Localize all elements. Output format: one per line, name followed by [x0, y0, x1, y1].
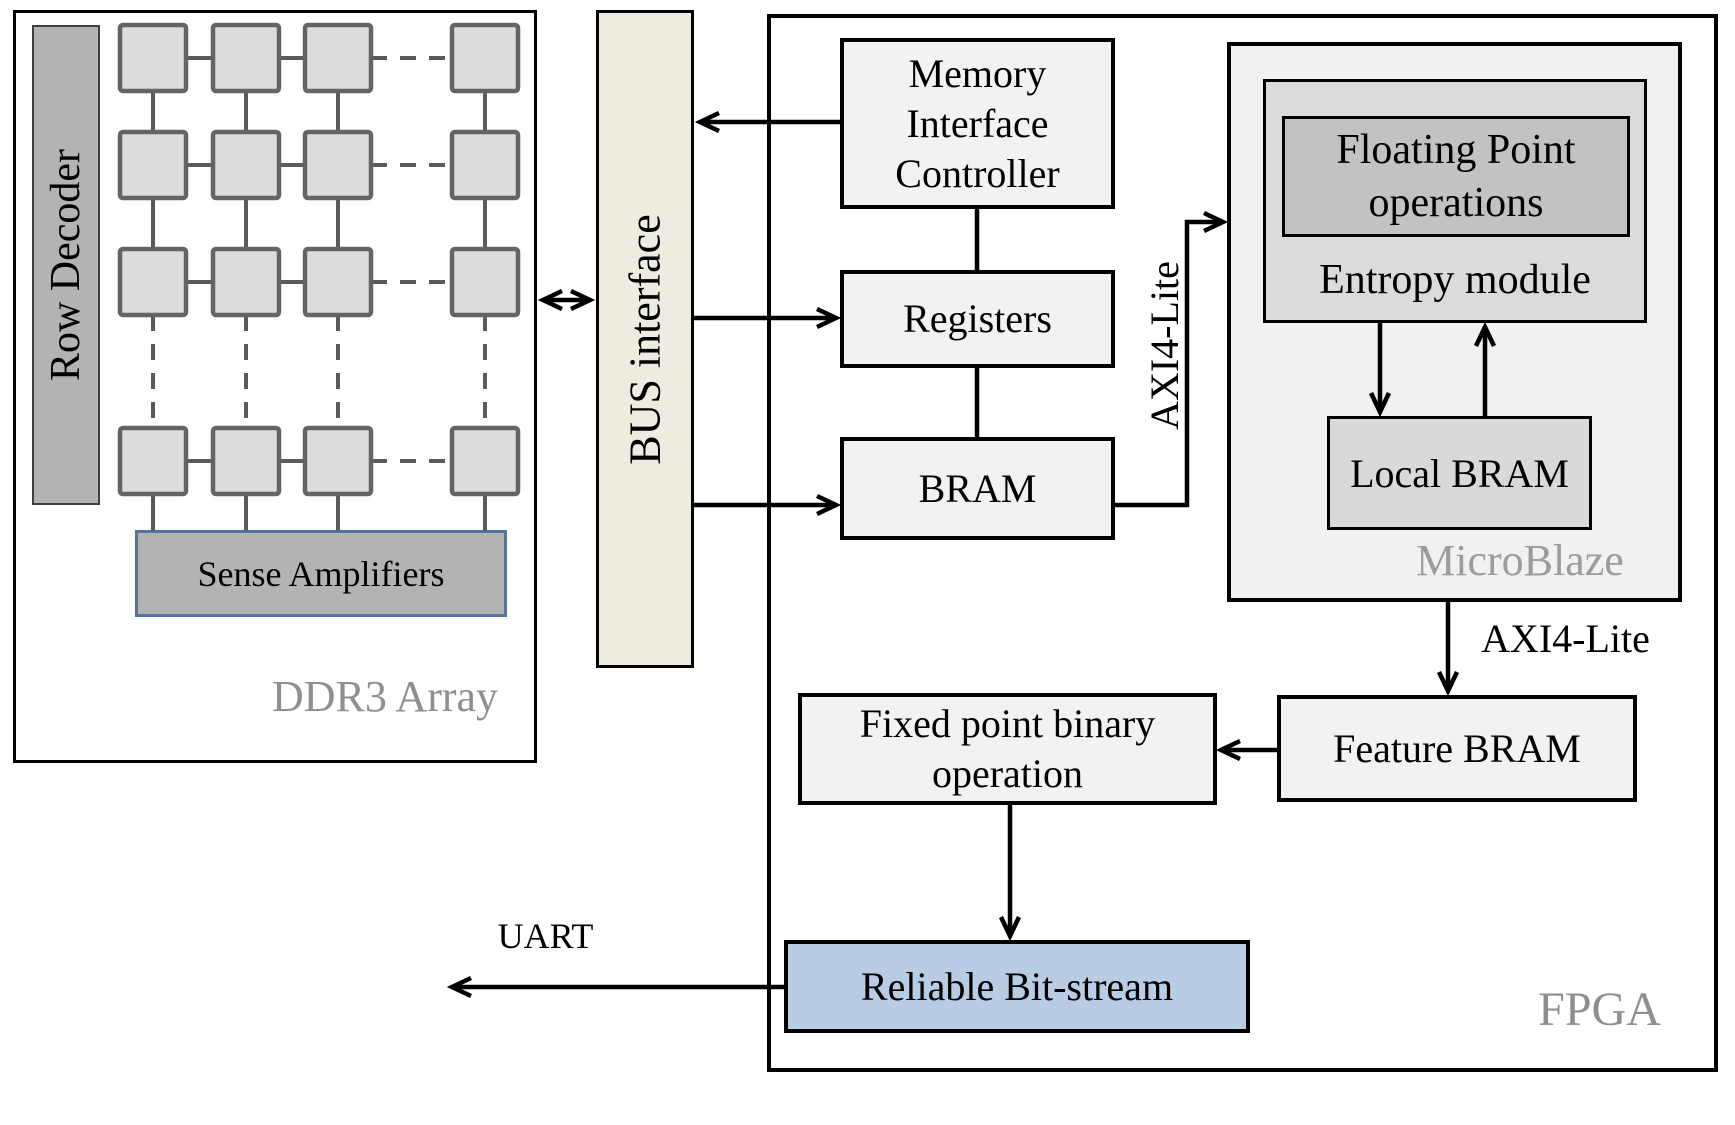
entropy-module-box: Floating Point operations Entropy module — [1263, 79, 1647, 323]
fixed-point-box: Fixed point binary operation — [798, 693, 1217, 805]
fixed-point-line-2: operation — [931, 751, 1084, 796]
feature-bram-box: Feature BRAM — [1277, 695, 1637, 802]
feature-bram-label: Feature BRAM — [1333, 725, 1581, 771]
sense-amplifiers-label: Sense Amplifiers — [197, 553, 445, 594]
mic-line-1: Memory — [908, 50, 1047, 96]
uart-label: UART — [497, 916, 594, 956]
reliable-bitstream-label: Reliable Bit-stream — [860, 964, 1174, 1009]
fixed-point-line-1: Fixed point binary — [859, 701, 1156, 746]
ddr3-array-label: DDR3 Array — [271, 671, 499, 721]
sense-amplifiers-box: Sense Amplifiers — [135, 530, 507, 617]
mic-line-3: Controller — [895, 150, 1060, 196]
local-bram-label: Local BRAM — [1350, 450, 1569, 496]
mic-line-2: Interface — [906, 100, 1049, 146]
floating-point-line-1: Floating Point — [1336, 127, 1576, 173]
local-bram-box: Local BRAM — [1327, 416, 1592, 530]
registers-label: Registers — [903, 296, 1052, 341]
ddr3-array-box — [13, 10, 537, 763]
fpga-label: FPGA — [1538, 982, 1661, 1036]
floating-point-line-2: operations — [1368, 179, 1544, 226]
bram-label: BRAM — [918, 465, 1037, 511]
microblaze-label: MicroBlaze — [1416, 535, 1624, 585]
registers-box: Registers — [840, 270, 1115, 368]
row-decoder-bar: Row Decoder — [32, 25, 100, 505]
bus-interface-box: BUS interface — [596, 10, 694, 668]
axi4-lite-bus-label: AXI4-Lite — [1141, 260, 1187, 430]
axi4-lite-feature-label: AXI4-Lite — [1481, 615, 1650, 661]
entropy-module-label: Entropy module — [1319, 257, 1591, 303]
floating-point-box: Floating Point operations — [1282, 116, 1630, 237]
fpga-box — [767, 14, 1718, 1072]
bram-box: BRAM — [840, 437, 1115, 540]
memory-interface-controller-box: Memory Interface Controller — [840, 38, 1115, 209]
reliable-bitstream-box: Reliable Bit-stream — [784, 940, 1250, 1033]
row-decoder-label: Row Decoder — [43, 148, 89, 382]
bus-interface-label: BUS interface — [620, 213, 670, 465]
